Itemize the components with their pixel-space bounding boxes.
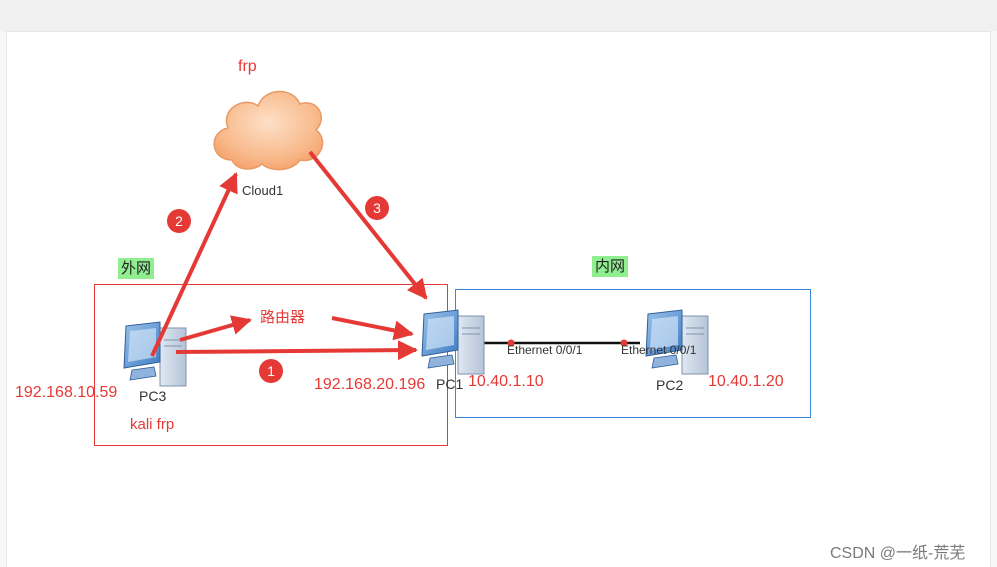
link-port-left-dot — [507, 339, 515, 347]
external-network-tag: 外网 — [118, 258, 155, 279]
port-left-label: Ethernet 0/0/1 — [507, 343, 583, 357]
pc2-name-label: PC2 — [656, 377, 684, 393]
pc3-name-label: PC3 — [139, 388, 167, 404]
arrow-step-3 — [308, 150, 428, 300]
link-port-right-dot — [620, 339, 628, 347]
arrow-to-router — [179, 315, 252, 342]
cloud-frp-label: frp — [238, 58, 257, 75]
step-badge-2: 2 — [167, 209, 191, 233]
pc2-ip-label: 10.40.1.20 — [708, 373, 784, 390]
cloud-name-label: Cloud1 — [242, 183, 284, 198]
cloud-icon — [213, 90, 324, 171]
pc3-computer-icon — [123, 321, 187, 387]
step-badge-1: 1 — [259, 359, 283, 383]
pc3-note-label: kali frp — [130, 416, 175, 433]
pc1-computer-icon — [421, 309, 485, 375]
pc3-ip-label: 192.168.10.59 — [15, 384, 118, 401]
internal-network-box — [455, 289, 811, 418]
pc1-name-label: PC1 — [436, 376, 464, 392]
arrow-step-1 — [175, 340, 418, 361]
step-badge-3: 3 — [365, 196, 389, 220]
right-edge — [990, 31, 997, 567]
internal-network-tag: 内网 — [592, 256, 629, 277]
left-edge — [0, 31, 7, 567]
router-label: 路由器 — [260, 309, 306, 326]
pc1-external-ip-label: 192.168.20.196 — [314, 376, 426, 393]
pc1-internal-ip-label: 10.40.1.10 — [468, 373, 544, 390]
arrow-step-2 — [150, 172, 238, 357]
port-right-label: Ethernet 0/0/1 — [621, 343, 697, 357]
arrow-router-to-pc1 — [331, 316, 414, 341]
pc2-computer-icon — [645, 309, 709, 375]
watermark: CSDN @一纸-荒芜 — [830, 545, 966, 562]
window-top-bar — [0, 0, 997, 32]
